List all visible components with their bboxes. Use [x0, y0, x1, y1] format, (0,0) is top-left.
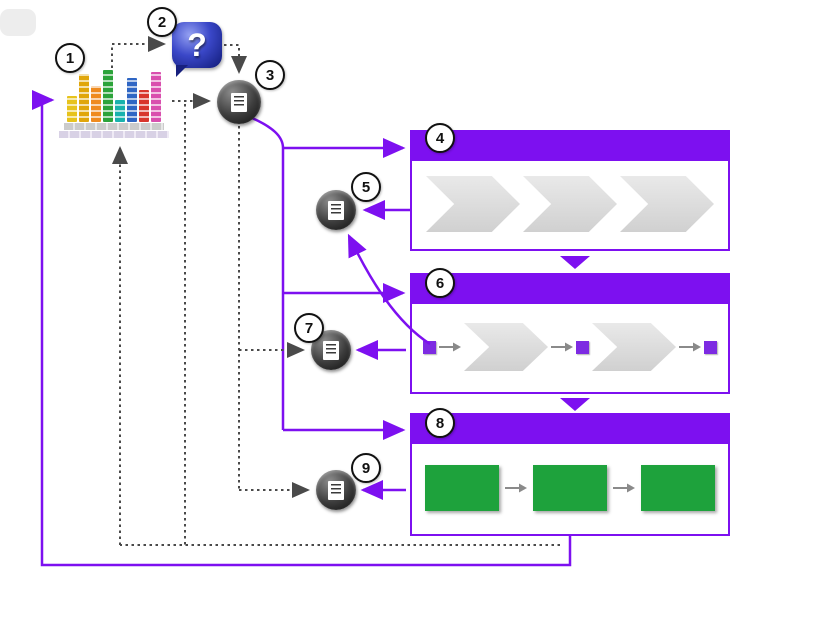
green-task-box	[533, 465, 607, 511]
badge-2: 2	[147, 7, 177, 37]
bar-chart-base-row	[64, 123, 164, 130]
bar-segment	[115, 100, 125, 122]
document-lines	[326, 344, 336, 356]
bar-segment	[103, 70, 113, 122]
chevron-step	[464, 323, 548, 371]
chevron-step	[620, 176, 714, 232]
bar-segment	[67, 96, 77, 122]
bar-segment	[139, 90, 149, 122]
dotted-connector-question-to-doc3	[224, 44, 247, 74]
panel-6-header	[412, 275, 728, 304]
document-sheet	[323, 340, 339, 360]
question-bubble-icon: ?	[172, 22, 222, 77]
process-square	[423, 340, 436, 354]
flow-arrow-icon	[679, 342, 701, 352]
badge-9: 9	[351, 453, 381, 483]
flow-arrow-icon	[613, 483, 635, 493]
document-lines	[331, 484, 341, 496]
process-square	[576, 340, 589, 354]
document-sheet	[328, 200, 344, 220]
bar-chart-icon	[58, 68, 170, 138]
green-task-box	[641, 465, 715, 511]
dotted-connector-chart-to-question	[111, 36, 166, 68]
document-icon-3	[217, 80, 261, 124]
badge-8: 8	[425, 408, 455, 438]
chevron-step	[592, 323, 676, 371]
document-icon-9	[316, 470, 356, 510]
panel-4-body	[412, 161, 728, 247]
corner-artifact	[0, 9, 36, 36]
green-task-box	[425, 465, 499, 511]
process-square	[704, 340, 717, 354]
flow-arrow-icon	[505, 483, 527, 493]
down-arrow-panel6-to-panel8	[560, 398, 590, 411]
badge-4: 4	[425, 123, 455, 153]
bar-segment	[127, 78, 137, 122]
down-arrow-panel4-to-panel6	[560, 256, 590, 269]
panel-8-body	[412, 444, 728, 532]
badge-6: 6	[425, 268, 455, 298]
panel-6	[410, 273, 730, 394]
panel-6-body	[412, 304, 728, 390]
bar-chart-base-row	[59, 131, 169, 138]
badge-3: 3	[255, 60, 285, 90]
bar-segment	[151, 72, 161, 122]
document-lines	[331, 204, 341, 216]
panel-4	[410, 130, 730, 251]
question-glyph: ?	[187, 27, 207, 63]
bar-segment	[79, 74, 89, 122]
chevron-step	[523, 176, 617, 232]
badge-5: 5	[351, 172, 381, 202]
flow-arrow-icon	[439, 342, 461, 352]
flow-arrow-icon	[551, 342, 573, 352]
purple-trunk-from-doc3	[251, 116, 285, 430]
chevron-step	[426, 176, 520, 232]
document-icon-5	[316, 190, 356, 230]
panel-4-header	[412, 132, 728, 161]
document-sheet	[328, 480, 344, 500]
badge-7: 7	[294, 313, 324, 343]
question-bubble-tail	[176, 65, 188, 77]
document-sheet	[231, 92, 247, 112]
panel-8	[410, 413, 730, 536]
badge-1: 1	[55, 43, 85, 73]
panel-8-header	[412, 415, 728, 444]
bar-chart-bars	[58, 68, 170, 122]
bar-segment	[91, 86, 101, 122]
document-lines	[234, 96, 244, 108]
